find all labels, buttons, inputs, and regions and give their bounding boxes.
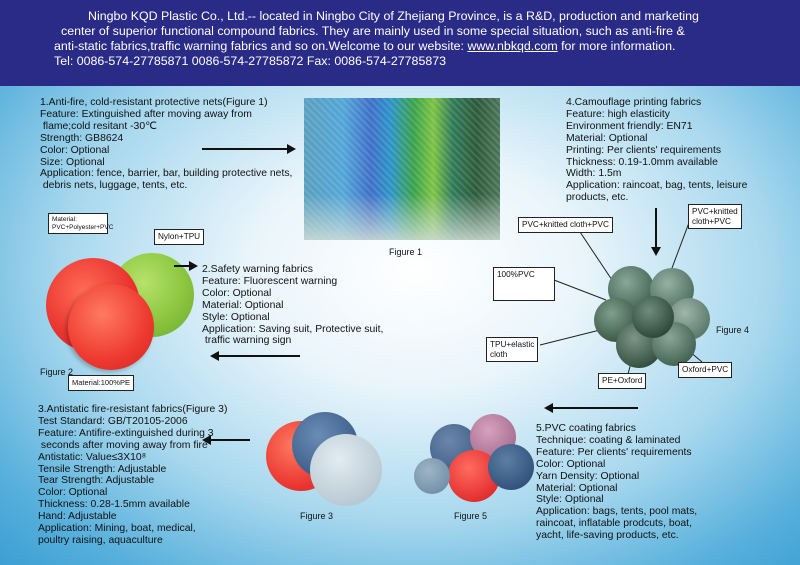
arrow-down-to-figure-4 [651,208,661,256]
figure-1-nets-image [304,98,500,240]
arrow-to-figure-1 [202,144,296,154]
callout-material-pe: Material:100%PE [68,375,134,391]
figure-5-label: Figure 5 [454,511,488,521]
website-link[interactable]: www.nbkqd.com [467,39,558,53]
callout-100-pvc: 100%PVC [493,267,555,301]
header-line-3-prefix: anti-static fabrics,traffic warning fabr… [54,39,468,53]
callout-pe-oxford: PE+Oxford [598,373,647,389]
figure-5-gray-disc [414,458,450,494]
callout-pvc-knitted-cloth-pvc: PVC+knitted cloth+PVC [518,217,613,233]
figure-4-label: Figure 4 [716,325,750,335]
figure-2-red-disc-front [68,284,154,370]
header-line-3: anti-static fabrics,traffic warning fabr… [54,39,675,54]
figure-4-disc-center [632,296,674,338]
arrow-to-section-3 [202,435,250,445]
figure-2-label: Figure 2 [40,367,74,377]
figure-3-gray-disc [310,434,382,506]
header-line-1: Ningbo KQD Plastic Co., Ltd.-- located i… [88,9,699,23]
net-white-fold [304,194,500,240]
callout-pvc-knitted-right: PVC+knitted cloth+PVC [688,204,742,229]
callout-material-pvc-polyester: Material: PVC+Polyester+PVC [48,213,113,235]
figure-5-navy-disc [488,444,534,490]
arrow-section-5-left [544,403,638,413]
section-3-text: 3.Antistatic fire-resistant fabrics(Figu… [38,404,228,546]
section-4-text: 4.Camouflage printing fabrics Feature: h… [566,97,748,204]
section-1-text: 1.Anti-fire, cold-resistant protective n… [40,97,293,192]
figure-3-label: Figure 3 [300,511,334,521]
header-line-3-suffix: for more information. [557,39,676,53]
header-contact-line: Tel: 0086-574-27785871 0086-574-27785872… [54,54,447,68]
callout-oxford-pvc: Oxford+PVC [678,362,733,378]
callout-tpu-elastic-cloth: TPU+elastic cloth [486,337,539,362]
arrow-to-figure-2 [174,261,198,271]
company-header-banner: Ningbo KQD Plastic Co., Ltd.-- located i… [0,0,800,86]
figure-1-label: Figure 1 [389,247,423,257]
section-2-text: 2.Safety warning fabrics Feature: Fluore… [202,264,384,347]
header-line-2: center of superior functional compound f… [61,24,685,38]
section-5-text: 5.PVC coating fabrics Technique: coating… [536,423,698,542]
arrow-section-2-left [210,351,300,361]
callout-nylon-tpu: Nylon+TPU [154,229,205,245]
